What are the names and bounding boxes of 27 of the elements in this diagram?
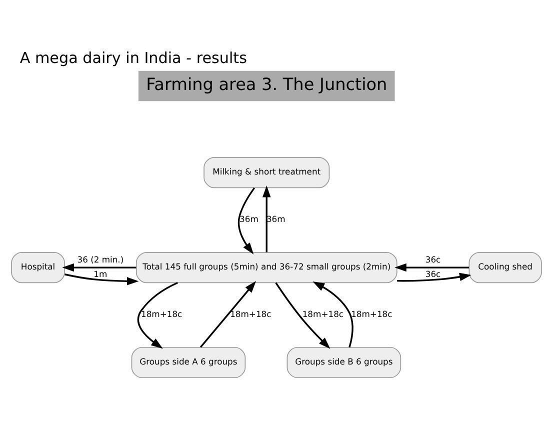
label: Farming area 3. The Junction bbox=[146, 74, 388, 94]
edge-label: 36c bbox=[425, 268, 441, 278]
arrow bbox=[312, 281, 354, 348]
arrow bbox=[238, 186, 256, 254]
arrow bbox=[397, 272, 472, 282]
node-box: Hospital bbox=[11, 252, 65, 283]
arrow bbox=[262, 184, 271, 252]
edge-label: 1m bbox=[94, 268, 108, 278]
edge-label: 18m+18c bbox=[230, 308, 272, 319]
node-box: Groups side B 6 groups bbox=[286, 346, 402, 378]
arrow bbox=[137, 281, 178, 348]
arrow bbox=[200, 280, 256, 348]
node-box: Cooling shed bbox=[468, 252, 542, 283]
arrow bbox=[275, 282, 330, 348]
node-box: Milking & short treatment bbox=[204, 156, 330, 188]
arrow bbox=[394, 262, 469, 272]
edge-label: 36 (2 min.) bbox=[77, 254, 124, 264]
edge-label: 18m+18c bbox=[302, 308, 344, 319]
arrow bbox=[62, 262, 136, 272]
node-box: Total 145 full groups (5min) and 36-72 small groups (2min) bbox=[136, 252, 398, 283]
arrow bbox=[64, 273, 139, 285]
node-box: Groups side A 6 groups bbox=[131, 346, 246, 378]
edge-label: 36m bbox=[240, 214, 258, 224]
edge-label: 18m+18c bbox=[351, 308, 392, 319]
edge-label: 36c bbox=[425, 254, 441, 264]
diagram-title: A mega dairy in India - results bbox=[20, 48, 247, 66]
edge-label: 18m+18c bbox=[140, 308, 182, 319]
